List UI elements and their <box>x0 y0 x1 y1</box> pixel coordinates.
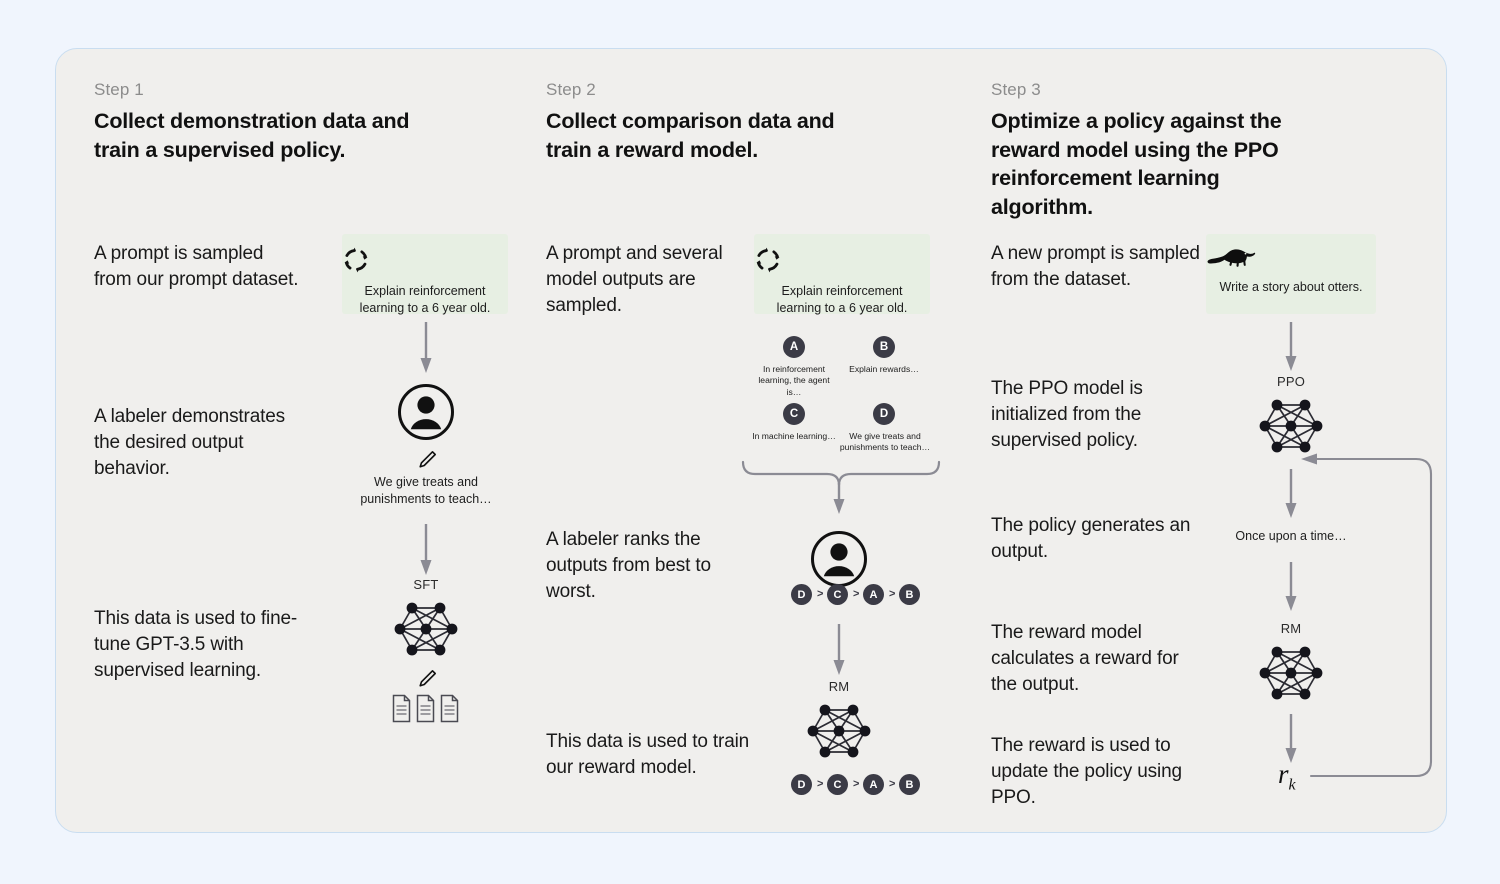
output-badge-c: C <box>783 403 805 425</box>
output-badge-a: A <box>783 336 805 358</box>
rank-badge-3: A <box>863 584 884 605</box>
step-3-ppo-network-icon <box>1254 394 1328 458</box>
output-text-c: In machine learning… <box>752 431 836 441</box>
step-3-policy-label: PPO <box>1276 374 1306 389</box>
step-1-paragraph-3: This data is used to fine-tune GPT-3.5 w… <box>94 608 298 682</box>
reward-symbol: rk <box>1278 759 1296 794</box>
rank-badge-1: D <box>791 584 812 605</box>
step-2-title: Collect comparison data and train a rewa… <box>546 109 835 162</box>
step-3-arrow-3 <box>1285 562 1297 612</box>
step-1-neural-network-icon <box>389 597 463 661</box>
step-1-model-label: SFT <box>413 577 439 592</box>
step-3-arrow-2 <box>1285 469 1297 519</box>
step-1-arrow-2 <box>420 524 432 576</box>
step-3-prompt-text: Write a story about otters. <box>1219 280 1363 294</box>
step-3-reward-model-label: RM <box>1280 621 1302 636</box>
rank-separator-2: > <box>853 588 860 600</box>
rank-badge-2: C <box>827 584 848 605</box>
step-3-label: Step 3 <box>991 80 1041 99</box>
step-1-arrow-1 <box>420 322 432 374</box>
step-3-arrow-4 <box>1285 714 1297 764</box>
rank-badge-6: C <box>827 774 848 795</box>
step-3-prompt-box: Write a story about otters. <box>1206 234 1376 314</box>
step-3-arrow-1 <box>1285 322 1297 372</box>
step-1-label: Step 1 <box>94 80 144 99</box>
step-1-prompt-box: Explain reinforcement learning to a 6 ye… <box>342 234 508 315</box>
rank-separator-3: > <box>889 588 896 600</box>
output-text-b: Explain rewards… <box>849 364 919 374</box>
rank-separator-5: > <box>853 778 860 790</box>
step-3-generated-output: Once upon a time… <box>1235 529 1347 543</box>
rank-separator-6: > <box>889 778 896 790</box>
output-text-d: We give treats and punishments to teach… <box>839 431 931 453</box>
step-2-brace-arrow <box>741 454 941 516</box>
step-1-prompt-text: Explain reinforcement learning to a 6 ye… <box>359 284 491 316</box>
step-2-paragraph-2: A labeler ranks the outputs from best to… <box>546 529 711 603</box>
step-2-arrow-rm <box>833 624 845 676</box>
step-1-paragraph-2: A labeler demonstrates the desired outpu… <box>94 406 286 480</box>
step-1-paragraph-1: A prompt is sampled from our prompt data… <box>94 243 299 291</box>
reward-symbol-r: r <box>1278 759 1289 789</box>
output-text-a: In reinforcement learning, the agent is… <box>758 364 830 397</box>
rank-separator-1: > <box>817 588 824 600</box>
step-2-label: Step 2 <box>546 80 596 99</box>
output-badge-b: B <box>873 336 895 358</box>
rank-separator-4: > <box>817 778 824 790</box>
refresh-cycle-icon <box>754 246 930 274</box>
refresh-cycle-icon <box>342 246 508 274</box>
step-3-paragraph-4: The reward model calculates a reward for… <box>991 622 1179 696</box>
step-1-labeler-icon <box>397 383 455 441</box>
step-2-labeler-icon <box>810 530 868 588</box>
step-2-prompt-text: Explain reinforcement learning to a 6 ye… <box>776 284 908 316</box>
step-3-paragraph-2: The PPO model is initialized from the su… <box>991 378 1143 452</box>
step-2-paragraph-3: This data is used to train our reward mo… <box>546 731 750 779</box>
step-3-paragraph-1: A new prompt is sampled from the dataset… <box>991 243 1200 291</box>
output-badge-d: D <box>873 403 895 425</box>
step-2-column: Step 2 Collect comparison data and train… <box>546 49 996 832</box>
step-2-model-label: RM <box>828 679 850 694</box>
step-1-column: Step 1 Collect demonstration data and tr… <box>94 49 544 832</box>
reward-symbol-subscript: k <box>1288 776 1296 794</box>
step-2-prompt-box: Explain reinforcement learning to a 6 ye… <box>754 234 930 315</box>
step-3-title: Optimize a policy against the reward mod… <box>991 109 1282 219</box>
step-1-pencil-icon-2 <box>416 668 438 690</box>
rank-badge-5: D <box>791 774 812 795</box>
step-3-feedback-loop-arrow <box>1281 394 1446 794</box>
diagram-card: Step 1 Collect demonstration data and tr… <box>55 48 1447 833</box>
step-2-paragraph-1: A prompt and several model outputs are s… <box>546 243 723 317</box>
step-3-column: Step 3 Optimize a policy against the rew… <box>991 49 1446 832</box>
step-1-documents-icon <box>392 694 464 724</box>
step-1-title: Collect demonstration data and train a s… <box>94 109 410 162</box>
rank-badge-4: B <box>899 584 920 605</box>
step-3-rm-network-icon <box>1254 641 1328 705</box>
step-3-paragraph-5: The reward is used to update the policy … <box>991 735 1182 809</box>
rank-badge-7: A <box>863 774 884 795</box>
step-1-labeler-caption: We give treats and punishments to teach… <box>360 475 492 506</box>
otter-icon <box>1206 248 1376 270</box>
step-3-paragraph-3: The policy generates an output. <box>991 515 1191 563</box>
step-2-neural-network-icon <box>802 699 876 763</box>
rank-badge-8: B <box>899 774 920 795</box>
step-1-pencil-icon <box>416 449 438 471</box>
